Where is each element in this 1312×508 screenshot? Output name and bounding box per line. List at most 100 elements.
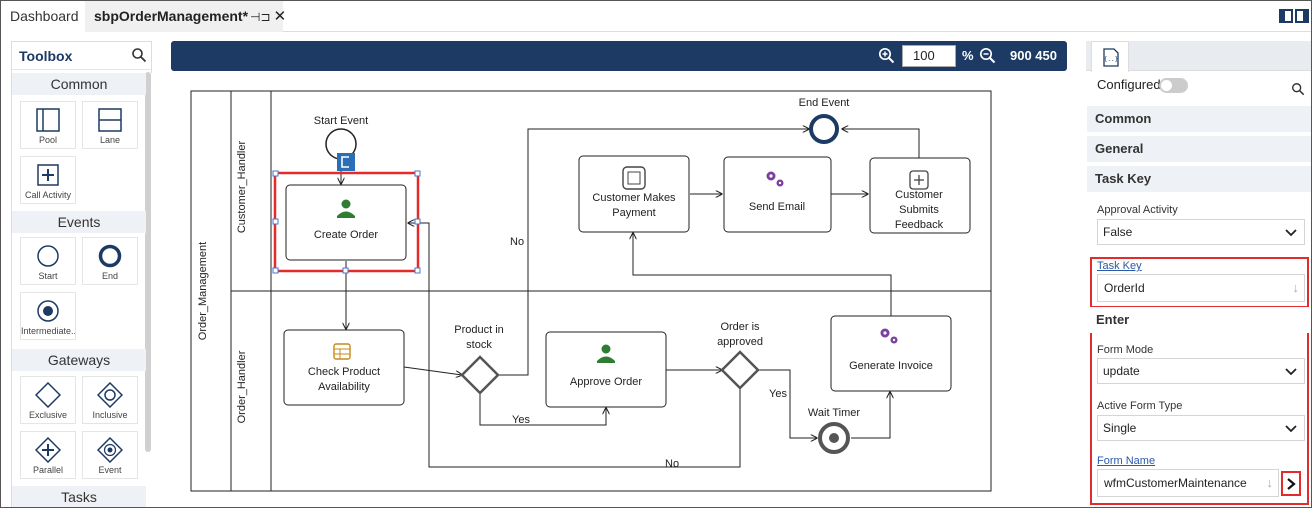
form-name-link[interactable]: Form Name: [1097, 455, 1156, 467]
flow-label-yes: Yes: [512, 414, 530, 426]
toolbox-item-start-event[interactable]: Start: [20, 237, 76, 285]
search-icon[interactable]: [131, 47, 147, 63]
task-label-line2: Payment: [612, 207, 655, 219]
section-common[interactable]: Common: [1087, 106, 1311, 132]
task-key-link[interactable]: Task Key: [1097, 260, 1142, 272]
chevron-down-icon: [1285, 229, 1297, 237]
wait-timer-event[interactable]: Wait Timer: [808, 407, 860, 454]
pool[interactable]: Order_Management: [190, 90, 992, 492]
toolbox-item-lane[interactable]: Lane: [82, 101, 138, 149]
arrow-down-icon[interactable]: ↓: [1266, 475, 1274, 490]
modified-indicator: *: [242, 8, 249, 24]
toolbox-item-event-gateway[interactable]: Event: [82, 431, 138, 479]
arrow-down-icon[interactable]: ↓: [1292, 280, 1300, 295]
close-icon[interactable]: ✕: [273, 8, 287, 25]
task-key-field[interactable]: OrderId ↓: [1097, 274, 1305, 302]
toolbox-section-tasks[interactable]: Tasks: [12, 486, 146, 507]
section-general[interactable]: General: [1087, 136, 1311, 162]
task-send-email[interactable]: Send Email: [723, 156, 832, 233]
svg-text:{..}: {..}: [1104, 56, 1118, 63]
form-name-open-button[interactable]: [1281, 471, 1301, 496]
chevron-down-icon: [1285, 425, 1297, 433]
task-label-line2: Submits: [899, 204, 939, 216]
search-icon[interactable]: [1291, 82, 1305, 96]
active-form-type-select[interactable]: Single: [1097, 415, 1305, 441]
lane-order-handler[interactable]: Order_Handler: [236, 350, 248, 423]
tab-label: sbpOrderManagement: [94, 8, 243, 24]
toolbox-section-events[interactable]: Events: [12, 211, 146, 233]
toolbox-item-label: Call Activity: [24, 190, 71, 200]
form-mode-label: Form Mode: [1097, 344, 1154, 356]
properties-panel: {..} Configured Common General Task Key …: [1086, 41, 1311, 507]
intermediate-event-icon: [37, 300, 59, 322]
left-panel-toggle-icon[interactable]: [1279, 9, 1293, 23]
configured-toggle[interactable]: [1159, 78, 1188, 93]
task-customer-makes-payment[interactable]: Customer Makes Payment: [578, 155, 690, 233]
pool-icon: [36, 108, 60, 132]
diagram-canvas[interactable]: Order_Management Customer_Handler Order_…: [151, 73, 1086, 507]
toolbox-item-exclusive-gateway[interactable]: Exclusive: [20, 376, 76, 424]
gateway-label-line2: stock: [466, 339, 492, 351]
toolbox-item-intermediate-event[interactable]: Intermediate...: [20, 292, 76, 340]
form-mode-select[interactable]: update: [1097, 358, 1305, 384]
form-name-field[interactable]: wfmCustomerMaintenance ↓: [1097, 469, 1279, 497]
toolbox-item-label: Parallel: [32, 465, 63, 475]
gateway-label-line2: approved: [717, 336, 763, 348]
approval-activity-label: Approval Activity: [1097, 204, 1178, 216]
approval-activity-select[interactable]: False: [1097, 219, 1305, 245]
lane-customer-handler[interactable]: Customer_Handler: [236, 141, 248, 234]
canvas-size-label: 900 450: [1010, 48, 1057, 63]
zoom-out-icon[interactable]: [979, 47, 996, 64]
chevron-down-icon: [1285, 368, 1297, 376]
toolbox-title: Toolbox: [19, 48, 73, 64]
toolbox-section-common[interactable]: Common: [12, 73, 146, 95]
flow-label-yes: Yes: [769, 388, 787, 400]
right-panel-toggle-icon[interactable]: [1295, 9, 1309, 23]
task-label-line1: Customer Makes: [592, 192, 676, 204]
tab-properties[interactable]: {..}: [1091, 41, 1129, 72]
pool-label: Order_Management: [197, 242, 209, 340]
sequence-flows[interactable]: [341, 129, 920, 468]
toolbox-header: Toolbox: [12, 42, 151, 70]
task-label: Send Email: [749, 201, 805, 213]
tab-bar: Dashboard sbpOrderManagement*⊣⊐✕: [1, 1, 1311, 32]
zoom-in-icon[interactable]: [878, 47, 895, 64]
wait-timer-label: Wait Timer: [808, 407, 860, 419]
toolbox-item-pool[interactable]: Pool: [20, 101, 76, 149]
gateway-product-in-stock[interactable]: Product in stock: [454, 324, 504, 395]
call-activity-icon: [37, 164, 59, 186]
tab-sbp-order-management[interactable]: sbpOrderManagement*⊣⊐✕: [85, 1, 286, 32]
gateway-order-is-approved[interactable]: Order is approved: [717, 321, 763, 390]
start-event[interactable]: Start Event: [314, 115, 368, 171]
bpmn-diagram: Order_Management Customer_Handler Order_…: [190, 90, 992, 492]
end-event-icon: [98, 244, 122, 268]
section-task-key[interactable]: Task Key: [1087, 166, 1311, 192]
toolbox-item-label: Inclusive: [92, 410, 128, 420]
task-approve-order[interactable]: Approve Order: [545, 331, 667, 408]
user-icon: [597, 344, 615, 363]
toolbox-item-label: Pool: [38, 135, 57, 145]
toolbox-item-parallel-gateway[interactable]: Parallel: [20, 431, 76, 479]
toolbox-item-label: Lane: [99, 135, 121, 145]
task-label: Approve Order: [570, 376, 642, 388]
task-create-order[interactable]: Create Order: [272, 170, 421, 274]
toolbox-item-call-activity[interactable]: Call Activity: [20, 156, 76, 204]
task-label-line2: Availability: [318, 381, 370, 393]
toolbox-section-gateways[interactable]: Gateways: [12, 349, 146, 371]
toolbox-scrollbar[interactable]: [145, 72, 151, 452]
task-check-product-availability[interactable]: Check Product Availability: [283, 329, 405, 406]
section-enter[interactable]: Enter: [1088, 307, 1311, 333]
pin-icon[interactable]: ⊣⊐: [250, 10, 271, 24]
task-label-line3: Feedback: [895, 219, 944, 231]
zoom-input[interactable]: 100: [902, 45, 956, 67]
toolbox-item-inclusive-gateway[interactable]: Inclusive: [82, 376, 138, 424]
table-icon: [333, 343, 351, 360]
toolbox-item-end-event[interactable]: End: [82, 237, 138, 285]
flow-label-no: No: [510, 236, 524, 248]
end-event[interactable]: End Event: [799, 97, 850, 144]
tab-dashboard[interactable]: Dashboard: [1, 1, 88, 32]
task-customer-submits-feedback[interactable]: Customer Submits Feedback: [869, 157, 971, 234]
toolbox-item-label: Event: [98, 465, 122, 475]
task-label-line1: Customer: [895, 189, 943, 201]
task-generate-invoice[interactable]: Generate Invoice: [830, 315, 952, 392]
